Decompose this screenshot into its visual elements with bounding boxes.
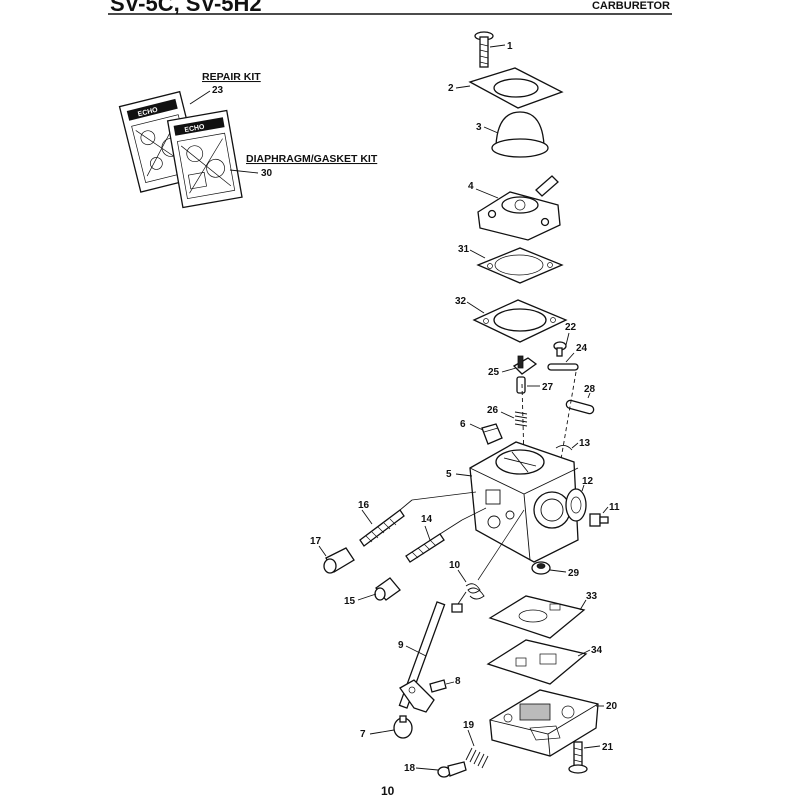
callout-15: 15 [344, 596, 356, 607]
part-10-torsion-spring [457, 583, 485, 605]
part-21-screw [568, 741, 588, 774]
part-7-screw [393, 715, 413, 739]
callout-18: 18 [404, 763, 416, 774]
part-3-primer-bulb [491, 111, 549, 158]
part-9-throttle-shaft [398, 601, 463, 713]
callout-10: 10 [449, 560, 461, 571]
part-25-metering-lever [512, 355, 538, 375]
callout-32: 32 [455, 296, 467, 307]
callout-13: 13 [579, 438, 591, 449]
part-26-spring [514, 411, 528, 427]
callout-26: 26 [487, 405, 499, 416]
repair-kit-brand: ECHO [137, 106, 159, 118]
callout-29: 29 [568, 568, 580, 579]
callout-6: 6 [460, 419, 466, 430]
callout-23: 23 [212, 85, 224, 96]
callout-24: 24 [576, 343, 588, 354]
diaphragm-kit-brand: ECHO [184, 124, 206, 135]
callout-2: 2 [448, 83, 454, 94]
part-29-plug [531, 561, 551, 575]
callout-28: 28 [584, 384, 596, 395]
part-33-gasket [488, 595, 586, 639]
part-20-pump-cover [489, 689, 599, 757]
part-18-screw [437, 761, 467, 778]
callout-17: 17 [310, 536, 322, 547]
part-14-adjusting-needle [405, 519, 463, 563]
part-2-gasket [468, 67, 564, 109]
callout-31: 31 [458, 244, 470, 255]
callout-16: 16 [358, 500, 370, 511]
callout-14: 14 [421, 514, 433, 525]
callout-34: 34 [591, 645, 603, 656]
callout-33: 33 [586, 591, 598, 602]
part-5-carburetor-body [469, 441, 579, 563]
callout-27: 27 [542, 382, 554, 393]
callout-5: 5 [446, 469, 452, 480]
callout-21: 21 [602, 742, 614, 753]
part-19-spring [465, 747, 489, 769]
part-28-pin [565, 399, 595, 415]
part-4-purge-cover [477, 175, 561, 241]
callout-4: 4 [468, 181, 474, 192]
page-number: 10 [381, 784, 395, 798]
repair-kit-label: REPAIR KIT [202, 71, 261, 83]
part-6-plug [481, 423, 503, 445]
callout-22: 22 [565, 322, 577, 333]
callout-7: 7 [360, 729, 366, 740]
callout-1: 1 [507, 41, 513, 52]
part-31-diaphragm [476, 247, 564, 284]
callout-8: 8 [455, 676, 461, 687]
callout-12: 12 [582, 476, 594, 487]
part-16-adjusting-needle [359, 499, 413, 547]
callout-20: 20 [606, 701, 618, 712]
callout-19: 19 [463, 720, 475, 731]
part-34-diaphragm [486, 639, 588, 685]
part-15-limiter-cap [374, 577, 401, 601]
part-1-screw [474, 31, 494, 68]
part-24-pin [547, 363, 579, 371]
diaphragm-gasket-kit-illustration: ECHO [166, 109, 243, 209]
diaphragm-kit-label: DIAPHRAGM/GASKET KIT [246, 153, 378, 165]
callout-11: 11 [609, 502, 620, 513]
callout-9: 9 [398, 640, 404, 651]
part-8-screw [429, 679, 447, 693]
part-17-limiter-cap [323, 547, 355, 574]
part-11-screw [589, 513, 609, 527]
part-22-screw [553, 341, 567, 357]
section-title: CARBURETOR [591, 0, 670, 12]
part-27-inlet-needle [516, 376, 526, 394]
part-32-gasket [472, 299, 568, 343]
part-13-clip [555, 445, 573, 451]
callout-30: 30 [261, 168, 273, 179]
callout-25: 25 [488, 367, 500, 378]
part-12-gasket [565, 488, 587, 522]
page-title: SV-5C, SV-5H2 [110, 0, 262, 16]
callout-3: 3 [476, 122, 482, 133]
